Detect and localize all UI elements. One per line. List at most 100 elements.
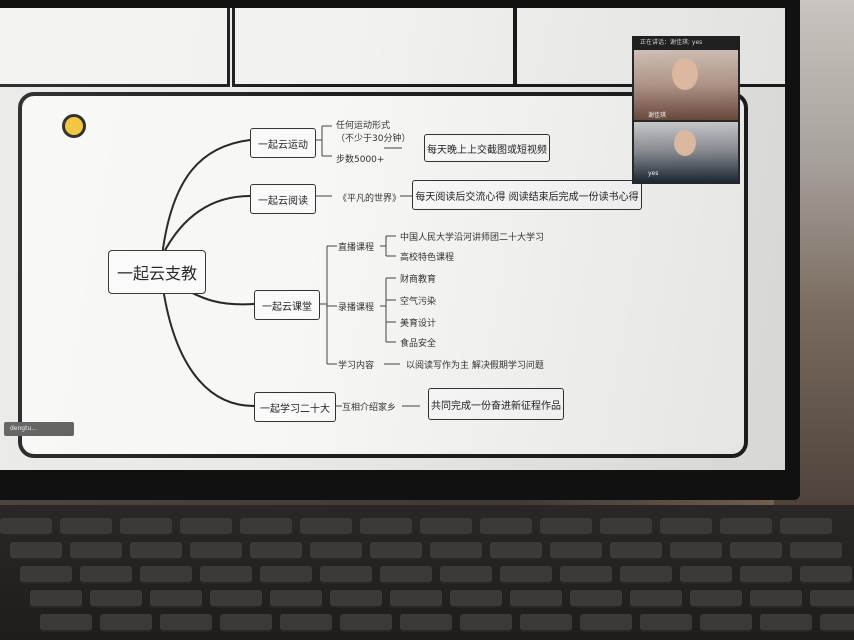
branch-reading-node: 一起云阅读: [250, 184, 316, 214]
recorded-course-item-1: 财商教育: [400, 275, 437, 285]
participant-2-name: yes: [648, 170, 659, 177]
video-tile-1: [0, 8, 230, 87]
keyboard-key: [20, 566, 72, 584]
keyboard-key: [120, 518, 172, 536]
participant-video-2[interactable]: yes: [634, 122, 738, 182]
keyboard-key: [380, 566, 432, 584]
keyboard-key: [320, 566, 372, 584]
branch-sport-item-1: 任何运动形式: [336, 121, 391, 131]
yellow-dot-icon: [62, 114, 86, 138]
keyboard-key: [340, 614, 392, 632]
branch-reading-note: 每天阅读后交流心得 阅读结束后完成一份读书心得: [412, 180, 642, 210]
recorded-course-label: 录播课程: [338, 303, 375, 313]
branch-class-node: 一起云课堂: [254, 290, 320, 320]
keyboard-key: [660, 518, 712, 536]
keyboard-key: [180, 518, 232, 536]
live-course-item-1: 中国人民大学沿河讲师团二十大学习: [400, 233, 545, 243]
keyboard-key: [480, 518, 532, 536]
keyboard-key: [400, 614, 452, 632]
mindmap-board: 一起云支教 一起云运动 任何运动形式 （不少于30分钟） 步数5000+ 每天晚…: [18, 92, 748, 458]
keyboard-key: [550, 542, 602, 560]
keyboard-key: [90, 590, 142, 608]
recorded-course-item-3: 美育设计: [400, 319, 437, 329]
keyboard-key: [510, 590, 562, 608]
laptop-bezel: 一起云支教 一起云运动 任何运动形式 （不少于30分钟） 步数5000+ 每天晚…: [0, 0, 800, 500]
keyboard-key: [360, 518, 412, 536]
keyboard-key: [720, 518, 772, 536]
branch-sport-note: 每天晚上上交截图或短视频: [424, 134, 550, 162]
keyboard-key: [750, 590, 802, 608]
keyboard-key: [130, 542, 182, 560]
keyboard-key: [310, 542, 362, 560]
branch-sport-item-3: 步数5000+: [336, 155, 385, 165]
keyboard-key: [280, 614, 332, 632]
participant-1-name: 谢佳琪: [648, 112, 667, 119]
keyboard-key: [80, 566, 132, 584]
keyboard-key: [700, 614, 752, 632]
keyboard-key: [680, 566, 732, 584]
live-course-label: 直播课程: [338, 243, 375, 253]
keyboard-key: [620, 566, 672, 584]
keyboard-key: [690, 590, 742, 608]
mindmap-connectors: [161, 125, 420, 407]
participant-video-1[interactable]: 谢佳琪: [634, 50, 738, 120]
keyboard-key: [810, 590, 854, 608]
keyboard-key: [790, 542, 842, 560]
study-content-note: 以阅读写作为主 解决假期学习问题: [406, 361, 544, 371]
recorded-course-item-2: 空气污染: [400, 297, 437, 307]
live-course-item-2: 高校特色课程: [400, 253, 455, 263]
keyboard-keys: [0, 518, 854, 640]
keyboard-key: [250, 542, 302, 560]
recorded-course-item-4: 食品安全: [400, 339, 437, 349]
keyboard-key: [260, 566, 312, 584]
keyboard-key: [200, 566, 252, 584]
branch-20th-node: 一起学习二十大: [254, 392, 336, 422]
keyboard-key: [740, 566, 792, 584]
keyboard-key: [210, 590, 262, 608]
branch-20th-note: 共同完成一份奋进新征程作品: [428, 388, 564, 420]
mindmap-center-node: 一起云支教: [108, 250, 206, 294]
keyboard-key: [730, 542, 782, 560]
keyboard-key: [190, 542, 242, 560]
keyboard-key: [100, 614, 152, 632]
keyboard-key: [670, 542, 722, 560]
keyboard-key: [440, 566, 492, 584]
keyboard-key: [70, 542, 122, 560]
keyboard-key: [160, 614, 212, 632]
keyboard-key: [580, 614, 632, 632]
keyboard-key: [140, 566, 192, 584]
keyboard-key: [150, 590, 202, 608]
speaking-indicator: 正在讲话：谢佳琪; yes: [632, 36, 740, 50]
keyboard-key: [820, 614, 854, 632]
study-content-label: 学习内容: [338, 361, 375, 371]
branch-sport-node: 一起云运动: [250, 128, 316, 158]
keyboard-key: [540, 518, 592, 536]
video-call-panel: 正在讲话：谢佳琪; yes 谢佳琪 yes: [632, 36, 740, 184]
keyboard-key: [390, 590, 442, 608]
keyboard-key: [430, 542, 482, 560]
keyboard-key: [270, 590, 322, 608]
keyboard-key: [220, 614, 272, 632]
keyboard-key: [640, 614, 692, 632]
keyboard-key: [10, 542, 62, 560]
keyboard-key: [370, 542, 422, 560]
keyboard-key: [240, 518, 292, 536]
keyboard-key: [330, 590, 382, 608]
keyboard-key: [610, 542, 662, 560]
keyboard-key: [460, 614, 512, 632]
keyboard-key: [420, 518, 472, 536]
keyboard-key: [60, 518, 112, 536]
keyboard-key: [300, 518, 352, 536]
participant-face: [672, 58, 698, 90]
screen-share-tag[interactable]: dengtu...: [4, 422, 74, 436]
keyboard-key: [490, 542, 542, 560]
keyboard-key: [30, 590, 82, 608]
keyboard-key: [40, 614, 92, 632]
keyboard-key: [500, 566, 552, 584]
keyboard-key: [450, 590, 502, 608]
branch-sport-item-2: （不少于30分钟）: [336, 134, 411, 144]
branch-20th-item: 互相介绍家乡: [342, 403, 397, 413]
keyboard-key: [520, 614, 572, 632]
branch-reading-book: 《平凡的世界》: [338, 194, 402, 204]
keyboard-key: [630, 590, 682, 608]
